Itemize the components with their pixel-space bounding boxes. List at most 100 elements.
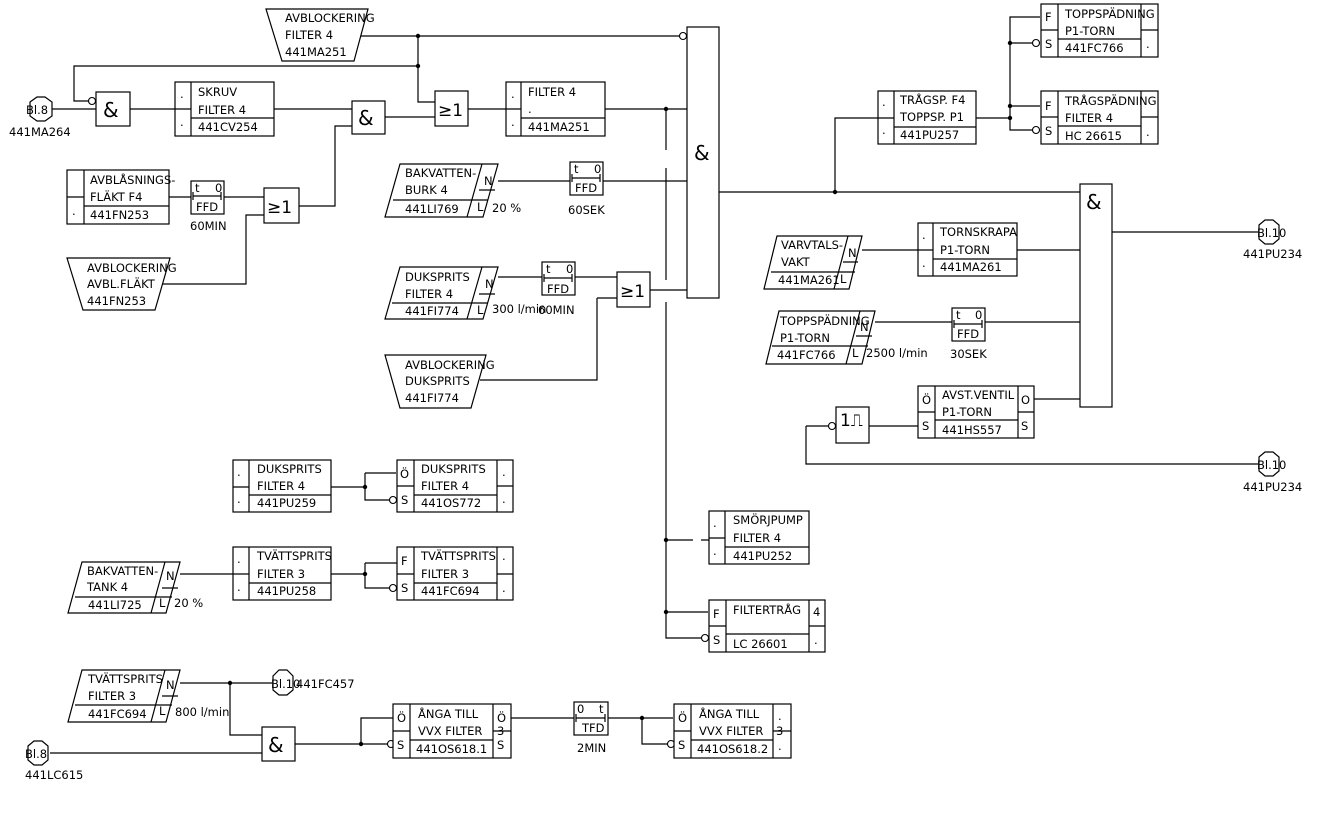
sensor-toppspadning[interactable]: TOPPSPÄDNING P1-TORN 441FC766 N L 2500 l…	[765, 310, 928, 365]
pulse-gate[interactable]: 1⎍	[835, 406, 870, 444]
block-line3: 441OS772	[421, 496, 481, 510]
block-col2: .	[882, 123, 886, 137]
block-line1: TRÅGSPÄDNING	[1064, 93, 1157, 108]
ref-bl10-right2[interactable]: Bl.10 441PU234	[1243, 451, 1302, 494]
block-avstventil[interactable]: Ö S O S AVST.VENTIL P1-TORN 441HS557	[917, 385, 1035, 439]
ref-bl10-mid[interactable]: Bl.10 441FC457	[271, 669, 355, 696]
block-filtertrag[interactable]: F S 4 . FILTERTRÅG LC 26601	[708, 599, 826, 653]
timer-60min-a[interactable]: t 0 FFD 60MIN	[190, 180, 227, 233]
block-rcol2: .	[778, 739, 782, 753]
ref-tag: 441FC457	[296, 677, 355, 691]
manual-line1: AVBLOCKERING	[285, 11, 375, 25]
block-line3: LC 26601	[733, 637, 788, 651]
block-avblasnings[interactable]: . AVBLÅSNINGS- FLÄKT F4 441FN253	[66, 169, 175, 225]
block-line2: TOPPSP. P1	[899, 110, 964, 124]
ref-bl10-right1[interactable]: Bl.10 441PU234	[1243, 219, 1302, 261]
sensor-n: N	[485, 277, 494, 291]
timer-type: FFD	[575, 181, 597, 195]
and-gate-right[interactable]: &	[1079, 183, 1113, 408]
timer-time: 2MIN	[577, 741, 606, 755]
timer-left: 0	[577, 702, 584, 716]
block-line3: 441PU252	[733, 549, 792, 563]
block-rcol2: .	[1146, 37, 1150, 51]
and-gate-main[interactable]: &	[686, 26, 720, 299]
block-skruv[interactable]: . . SKRUV FILTER 4 441CV254	[174, 81, 275, 137]
sensor-n: N	[484, 174, 493, 188]
block-line1: TVÄTTSPRITS	[256, 548, 332, 563]
sensor-limit: 300 l/min	[492, 302, 546, 316]
block-line1: SKRUV	[198, 85, 237, 99]
or-gate-2[interactable]: ≥1	[263, 187, 300, 224]
block-tragspadning[interactable]: F S . TRÅGSPÄDNING FILTER 4 HC 26615	[1040, 90, 1159, 145]
timer-2min[interactable]: 0 t TFD 2MIN	[573, 701, 609, 755]
ref-tag: 441PU234	[1243, 247, 1302, 261]
block-col2: S	[678, 738, 685, 752]
block-col1: .	[237, 552, 241, 566]
block-rcol1: O	[1021, 393, 1030, 407]
block-line1: AVST.VENTIL	[942, 388, 1015, 402]
block-col2: S	[1045, 37, 1052, 51]
block-col2: S	[401, 493, 408, 507]
sensor-tvattsprits[interactable]: TVÄTTSPRITS FILTER 3 441FC694 N L 800 l/…	[67, 669, 229, 723]
block-col1: .	[882, 95, 886, 109]
block-duksprits-os[interactable]: Ö S . . DUKSPRITS FILTER 4 441OS772	[396, 459, 514, 513]
manual-line1: AVBLOCKERING	[405, 358, 495, 372]
block-line3: 441MA261	[940, 260, 1002, 274]
hexagon-ref-icon	[29, 96, 53, 122]
block-col2: .	[237, 580, 241, 594]
block-col2: S	[401, 581, 408, 595]
sensor-line1: BAKVATTEN-	[87, 564, 158, 578]
block-tragsp[interactable]: . . TRÅGSP. F4 TOPPSP. P1 441PU257	[877, 90, 977, 145]
block-line2: FILTER 4	[1065, 111, 1113, 125]
sensor-varvtals[interactable]: VARVTALS- VAKT 441MA261 N L	[763, 235, 863, 290]
block-col2: .	[237, 492, 241, 506]
manual-line1: AVBLOCKERING	[87, 261, 177, 275]
block-line1: DUKSPRITS	[421, 462, 486, 476]
block-line3: 441FC694	[421, 584, 480, 598]
block-rcol1: .	[778, 709, 782, 723]
block-line1: ÅNGA TILL	[418, 706, 479, 721]
sensor-bakvatten-tank[interactable]: BAKVATTEN- TANK 4 441LI725 N L 20 %	[67, 561, 203, 614]
block-line3: 441PU259	[257, 496, 316, 510]
manual-avbl-duksprits[interactable]: AVBLOCKERING DUKSPRITS 441FI774	[384, 354, 495, 409]
and-gate-1[interactable]: &	[95, 91, 131, 127]
sensor-line2: TANK 4	[86, 580, 128, 594]
block-col2: S	[1045, 124, 1052, 138]
block-rcol1b: 3	[776, 724, 783, 738]
block-anga2[interactable]: Ö S . 3 . ÅNGA TILL VVX FILTER 441OS618.…	[673, 703, 792, 759]
sensor-bakvatten-burk[interactable]: BAKVATTEN- BURK 4 441LI769 N L 20 %	[384, 163, 521, 218]
ref-bl8-bottom[interactable]: Bl.8 441LC615	[25, 740, 83, 782]
sensor-duksprits-fi[interactable]: DUKSPRITS FILTER 4 441FI774 N L 300 l/mi…	[384, 266, 546, 320]
trapezoid-shape	[265, 8, 369, 62]
block-tvattsprits-fc[interactable]: F S . . TVÄTTSPRITS FILTER 3 441FC694	[396, 546, 514, 601]
block-rcol1: 4	[813, 605, 820, 619]
manual-avbl-flakt[interactable]: AVBLOCKERING AVBL.FLÄKT 441FN253	[66, 257, 177, 311]
block-tornskrapa[interactable]: . . TORNSKRAPA P1-TORN 441MA261	[917, 222, 1018, 277]
block-filter4[interactable]: . . FILTER 4 . 441MA251	[505, 81, 606, 137]
manual-avbl-filter4[interactable]: AVBLOCKERING FILTER 4 441MA251	[265, 8, 375, 62]
manual-line2: DUKSPRITS	[405, 374, 470, 388]
manual-line2: FILTER 4	[285, 28, 333, 42]
block-col1: Ö	[400, 465, 409, 481]
block-line2: P1-TORN	[1065, 24, 1115, 38]
timer-time: 30SEK	[950, 347, 987, 361]
hexagon-ref-icon	[1258, 219, 1280, 245]
trapezoid-shape	[66, 257, 171, 311]
or-gate-3[interactable]: ≥1	[616, 271, 651, 308]
ref-bl8-top[interactable]: Bl.8 441MA264	[9, 96, 71, 139]
block-anga1[interactable]: Ö S Ö 3 S ÅNGA TILL VVX FILTER 441OS618.…	[392, 703, 512, 759]
sensor-line3: 441FI774	[405, 304, 459, 318]
block-duksprits-pu[interactable]: . . DUKSPRITS FILTER 4 441PU259	[232, 459, 332, 513]
or-gate-1[interactable]: ≥1	[434, 90, 469, 127]
timer-60min-b[interactable]: t 0 FFD 60MIN	[538, 261, 576, 317]
and-symbol: &	[268, 733, 284, 757]
sensor-line2: P1-TORN	[780, 331, 830, 345]
sensor-n: N	[166, 569, 175, 583]
and-gate-2[interactable]: &	[351, 100, 386, 135]
block-tvattsprits-pu[interactable]: . . TVÄTTSPRITS FILTER 3 441PU258	[232, 546, 332, 601]
block-toppspadning-top[interactable]: F S . TOPPSPÄDNING P1-TORN 441FC766	[1040, 3, 1159, 58]
timer-30sek[interactable]: t 0 FFD 30SEK	[950, 307, 987, 361]
block-smorjpump[interactable]: . . SMÖRJPUMP FILTER 4 441PU252	[708, 510, 810, 565]
timer-60sek[interactable]: t 0 FFD 60SEK	[568, 161, 605, 217]
and-gate-bottom[interactable]: &	[261, 726, 296, 762]
